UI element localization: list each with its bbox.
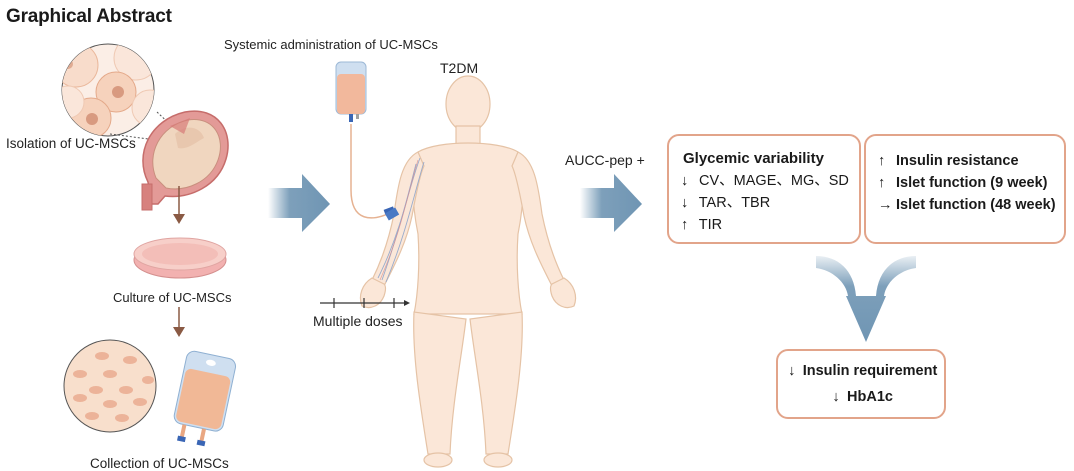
outcome-item: ↓ Insulin requirement xyxy=(778,360,944,382)
culture-label: Culture of UC-MSCs xyxy=(113,290,232,305)
glycemic-item: ↓ TAR、TBR xyxy=(681,192,859,214)
merge-arrow-down-icon xyxy=(816,256,916,342)
glycemic-heading: Glycemic variability xyxy=(683,150,824,167)
outcome-item: ↓ HbA1c xyxy=(778,386,944,408)
arrow-down-icon: ↓ xyxy=(832,389,840,405)
dose-timeline-icon xyxy=(320,298,410,308)
iv-tube xyxy=(350,124,395,219)
petri-dish-icon xyxy=(133,237,227,279)
step-arrow-down-icon xyxy=(173,186,185,224)
outcome-item-text: Insulin requirement xyxy=(802,363,938,379)
patient-label: T2DM xyxy=(440,60,479,76)
outcome-item-text: HbA1c xyxy=(847,389,893,405)
glycemic-item: ↑ TIR xyxy=(681,214,859,236)
arrow-down-icon: ↓ xyxy=(788,363,796,379)
flow-arrow-right-icon xyxy=(268,174,330,232)
iv-bag-icon xyxy=(335,61,367,122)
step-arrow-down-icon xyxy=(173,307,185,337)
placenta-icon xyxy=(141,110,229,211)
human-body-icon xyxy=(359,75,577,468)
islet-item-text: Insulin resistance xyxy=(896,153,1019,169)
cell-bag-icon xyxy=(173,350,237,447)
collected-cells-magnified-icon xyxy=(63,339,157,433)
arrow-up-icon: ↑ xyxy=(878,153,886,169)
glycemic-item: ↓ CV、MAGE、MG、SD xyxy=(681,170,859,192)
arrow-up-icon: ↑ xyxy=(681,217,689,233)
administration-label: Systemic administration of UC-MSCs xyxy=(224,37,438,52)
treatment-label: AUCC-pep + xyxy=(565,152,645,168)
flow-arrow-right-icon xyxy=(580,174,642,232)
islet-item: ↑ Insulin resistance xyxy=(878,150,1064,172)
glycemic-item-text: TAR、TBR xyxy=(698,195,771,211)
arrow-up-icon: ↑ xyxy=(878,175,886,191)
arrow-down-icon: ↓ xyxy=(681,195,689,211)
islet-item: ↑ Islet function (9 week) xyxy=(878,172,1064,194)
islet-item-text: Islet function (9 week) xyxy=(896,175,1048,191)
islet-item: → Islet function (48 week) xyxy=(878,194,1064,216)
isolated-cells-magnified-icon xyxy=(61,43,155,137)
collection-label: Collection of UC-MSCs xyxy=(90,456,229,471)
glycemic-item-text: TIR xyxy=(698,217,723,233)
isolation-label: Isolation of UC-MSCs xyxy=(6,136,136,151)
outcome-box: ↓ Insulin requirement ↓ HbA1c xyxy=(776,349,946,419)
doses-label: Multiple doses xyxy=(313,313,403,329)
arrow-down-icon: ↓ xyxy=(681,173,689,189)
arrow-right-icon: → xyxy=(878,197,893,213)
glycemic-variability-box: Glycemic variability ↓ CV、MAGE、MG、SD ↓ T… xyxy=(667,134,861,244)
page-title: Graphical Abstract xyxy=(6,6,172,27)
glycemic-item-text: CV、MAGE、MG、SD xyxy=(699,173,849,189)
islet-item-text: Islet function (48 week) xyxy=(896,197,1056,213)
islet-function-box: ↑ Insulin resistance ↑ Islet function (9… xyxy=(864,134,1066,244)
